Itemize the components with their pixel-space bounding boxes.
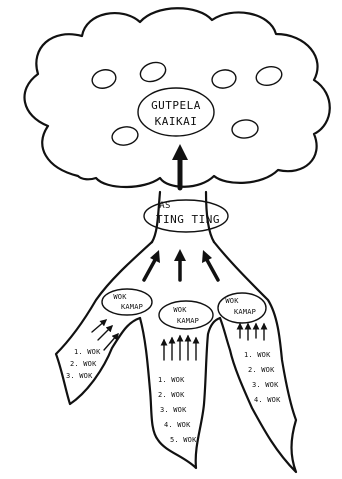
root-center-title-line1: WOK <box>173 306 187 314</box>
root-center-items: 1. WOK 2. WOK 3. WOK 4. WOK 5. WOK <box>158 376 197 444</box>
arrow-root-center <box>174 249 186 280</box>
trunk-label-line1: AS <box>159 201 170 211</box>
fruit-oval <box>138 59 169 85</box>
fruit-oval <box>231 119 258 139</box>
up-arrow-to-canopy <box>172 144 188 188</box>
root-left-title-oval <box>102 289 152 315</box>
root-center-title-line2: KAMAP <box>177 317 199 325</box>
root-right-item: 2. WOK <box>248 366 275 374</box>
canopy-label-line1: GUTPELA <box>151 99 201 112</box>
root-right-cause-arrows <box>240 324 264 340</box>
root-left-title-line1: WOK <box>113 293 127 301</box>
fruit-oval <box>111 125 140 147</box>
root-center-item: 3. WOK <box>160 406 187 414</box>
fruit-oval <box>254 64 284 88</box>
root-left-items: 1. WOK 2. WOK 3. WOK <box>66 348 101 380</box>
canopy-label-line2: KAIKAI <box>155 115 198 128</box>
root-right-title-line2: KAMAP <box>234 308 256 316</box>
trunk-label-line2: TING TING <box>156 213 220 226</box>
root-center-item: 5. WOK <box>170 436 197 444</box>
root-right-items: 1. WOK 2. WOK 3. WOK 4. WOK <box>244 351 281 404</box>
root-left-item: 2. WOK <box>70 360 97 368</box>
root-right-item: 1. WOK <box>244 351 271 359</box>
root-right-item: 4. WOK <box>254 396 281 404</box>
arrow-root-right <box>202 250 218 280</box>
root-left-title-line2: KAMAP <box>121 303 143 311</box>
root-center-item: 1. WOK <box>158 376 185 384</box>
root-center-item: 2. WOK <box>158 391 185 399</box>
root-right-item: 3. WOK <box>252 381 279 389</box>
fruit-oval <box>211 68 238 90</box>
tree-canopy-outline <box>25 8 330 187</box>
canopy-label-oval <box>138 88 214 136</box>
root-center-item: 4. WOK <box>164 421 191 429</box>
root-left-item: 3. WOK <box>66 372 93 380</box>
arrow-root-left <box>144 250 160 280</box>
root-left-item: 1. WOK <box>74 348 101 356</box>
root-right-title-line1: WOK <box>225 297 239 305</box>
root-center-cause-arrows <box>164 336 196 360</box>
fruit-oval <box>90 67 118 91</box>
